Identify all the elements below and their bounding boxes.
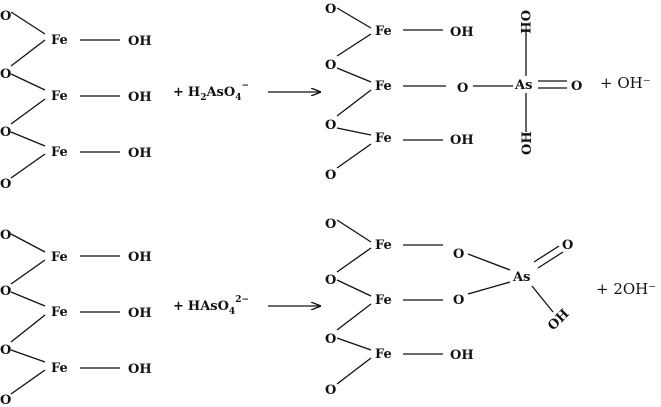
reaction-2: O O O O Fe Fe Fe OH OH OH + HAsO42− — [0, 217, 656, 407]
reagent-1-formula: + H2AsO4− — [173, 81, 249, 103]
bond — [10, 39, 46, 67]
hydroxyl-group: OH — [128, 362, 152, 377]
surface-oxygen: O — [325, 168, 336, 183]
arsenate-hydroxyl: OH — [545, 307, 572, 334]
surface-oxygen: O — [325, 332, 336, 347]
iron-atom: Fe — [375, 293, 392, 308]
surface-oxygen: O — [325, 58, 336, 73]
iron-atom: Fe — [375, 24, 392, 39]
arsenate-hydroxyl-bottom: OH — [520, 131, 535, 155]
reagent-o-subscript: 4 — [229, 307, 235, 317]
bond — [10, 291, 46, 307]
bond — [336, 279, 372, 297]
reagent-aso: AsO — [205, 85, 235, 100]
surface-oxygen: O — [325, 2, 336, 17]
bridging-oxygen: O — [457, 81, 468, 96]
surface-oxygen: O — [0, 393, 11, 407]
byproduct-1: + OH⁻ — [600, 74, 651, 92]
surface-oxygen: O — [325, 383, 336, 398]
bond — [467, 281, 511, 295]
iron-atom: Fe — [375, 347, 392, 362]
hydroxyl-group: OH — [128, 34, 152, 49]
bond — [336, 357, 372, 385]
bond — [10, 233, 46, 253]
surface-oxygen: O — [0, 343, 11, 358]
bond — [10, 153, 46, 179]
product-2-complex: O O O O Fe Fe Fe OH O O As O OH — [325, 217, 573, 398]
hydroxyl-group: OH — [128, 306, 152, 321]
bridging-oxygen: O — [453, 247, 464, 262]
iron-atom: Fe — [51, 305, 68, 320]
hydroxyl-group: OH — [450, 133, 474, 148]
hydroxyl-group: OH — [128, 250, 152, 265]
reagent-2-formula: + HAsO42− — [173, 295, 249, 317]
reagent-charge: − — [241, 81, 249, 91]
reagent-o-subscript: 4 — [235, 93, 241, 103]
hydroxyl-group: OH — [450, 25, 474, 40]
reactant-2-surface: O O O O Fe Fe Fe OH OH OH — [0, 228, 152, 407]
surface-oxygen: O — [325, 217, 336, 232]
double-bonded-oxygen: O — [571, 79, 582, 94]
bond — [336, 7, 372, 29]
arsenate-hydroxyl-top: OH — [517, 10, 532, 34]
reactant-1-surface: O O O O Fe Fe Fe OH OH OH — [0, 9, 152, 192]
surface-oxygen: O — [0, 284, 11, 299]
iron-atom: Fe — [51, 250, 68, 265]
surface-oxygen: O — [0, 177, 11, 192]
bond — [10, 369, 46, 395]
bond — [336, 247, 372, 273]
reaction-1: O O O O Fe Fe Fe OH OH OH +H2AsO4− — [0, 2, 651, 192]
bond — [336, 219, 372, 243]
arsenic-atom: As — [512, 270, 530, 285]
bond — [336, 67, 372, 83]
bond — [531, 285, 554, 313]
bond — [10, 314, 46, 343]
bond — [10, 11, 46, 35]
bond — [10, 98, 46, 125]
hydroxyl-group: OH — [450, 348, 474, 363]
bond — [336, 143, 372, 169]
bond — [10, 131, 46, 147]
bond — [336, 127, 372, 136]
iron-atom: Fe — [51, 89, 68, 104]
reagent-charge: 2− — [235, 295, 249, 305]
bond — [336, 337, 372, 351]
hydroxyl-group: OH — [128, 90, 152, 105]
reagent-haso: HAsO — [188, 299, 229, 314]
hydroxyl-group: OH — [128, 146, 152, 161]
plus-sign: + — [173, 85, 184, 100]
iron-atom: Fe — [375, 131, 392, 146]
surface-oxygen: O — [0, 228, 11, 243]
bond — [10, 349, 46, 363]
bond — [10, 259, 46, 285]
surface-oxygen: O — [0, 125, 11, 140]
surface-oxygen: O — [0, 67, 11, 82]
bond — [336, 303, 372, 331]
byproduct-2: + 2OH⁻ — [596, 280, 656, 298]
iron-atom: Fe — [375, 79, 392, 94]
plus-sign: + — [173, 299, 184, 314]
bond — [10, 73, 46, 91]
surface-oxygen: O — [325, 118, 336, 133]
iron-atom: Fe — [51, 361, 68, 376]
bond — [467, 253, 511, 271]
bond — [336, 89, 372, 117]
reagent-h: H — [188, 85, 200, 100]
bond — [336, 33, 372, 57]
iron-atom: Fe — [51, 145, 68, 160]
surface-oxygen: O — [0, 9, 11, 24]
bridging-oxygen: O — [453, 293, 464, 308]
iron-atom: Fe — [51, 33, 68, 48]
product-1-complex: O O O O Fe Fe Fe OH OH O As O OH OH — [325, 2, 582, 183]
double-bond — [533, 245, 560, 263]
surface-oxygen: O — [325, 273, 336, 288]
iron-atom: Fe — [375, 238, 392, 253]
arsenic-atom: As — [514, 78, 532, 93]
double-bonded-oxygen: O — [562, 238, 573, 253]
reagent-h-subscript: 2 — [200, 93, 206, 103]
double-bond — [537, 251, 564, 269]
